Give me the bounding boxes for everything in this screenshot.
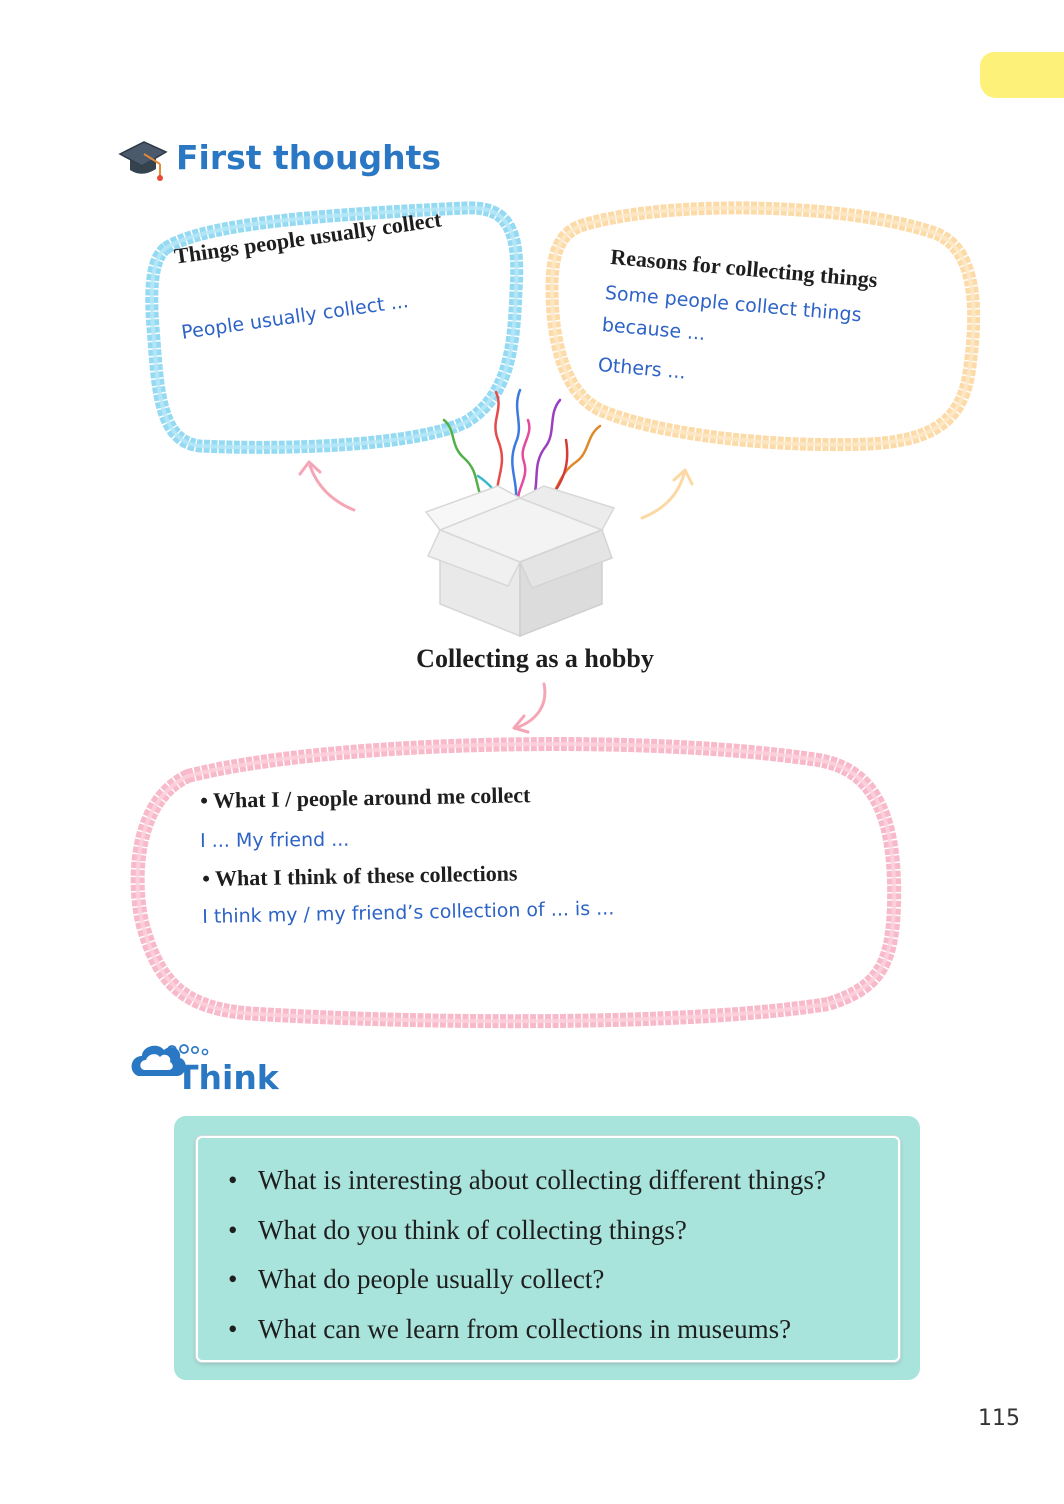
section-title-think: Think	[176, 1058, 279, 1097]
arrow-to-blue-icon	[298, 460, 356, 512]
arrow-to-orange-icon	[640, 468, 694, 520]
pink-bubble-prompt-1: I ... My friend ...	[200, 828, 350, 852]
mindmap-center-label: Collecting as a hobby	[416, 644, 654, 673]
bubble-my-collection	[130, 737, 902, 1029]
think-question: What is interesting about collecting dif…	[228, 1156, 908, 1206]
bubble-things-collected	[145, 201, 524, 454]
thought-cloud-icon	[131, 1044, 209, 1076]
think-question: What do you think of collecting things?	[228, 1206, 908, 1256]
think-question: What do people usually collect?	[228, 1255, 908, 1305]
gift-box-streamers-icon	[424, 388, 616, 638]
page-number: 115	[978, 1406, 1020, 1431]
section-title-first-thoughts: First thoughts	[176, 138, 441, 177]
think-question-list: What is interesting about collecting dif…	[228, 1156, 908, 1354]
arrow-to-pink-icon	[512, 682, 547, 734]
graduation-cap-icon	[118, 141, 168, 181]
bubble-reasons-collecting	[545, 201, 981, 452]
pink-bubble-question-2: • What I think of these collections	[202, 860, 518, 891]
think-question: What can we learn from collections in mu…	[228, 1305, 908, 1355]
corner-tab	[980, 52, 1064, 98]
